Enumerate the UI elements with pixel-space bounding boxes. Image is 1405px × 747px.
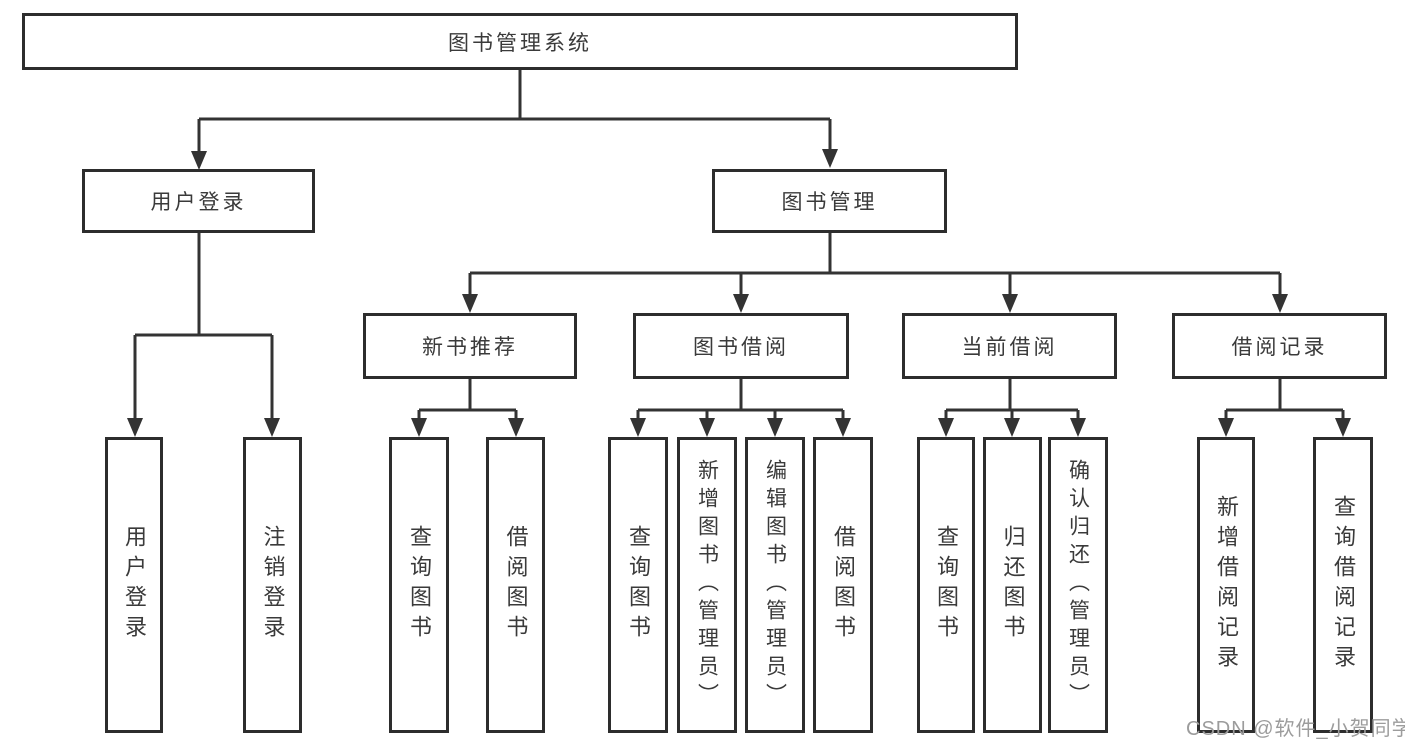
arrowhead-icon	[767, 418, 783, 437]
connector-book-borrow-to-children	[636, 379, 845, 420]
leaf-user-login: 用户登录	[105, 437, 163, 733]
leaf-edit-books-admin: 编辑图书（管理员）	[745, 437, 805, 733]
node-borrow-records: 借阅记录	[1172, 313, 1387, 379]
node-current-borrow: 当前借阅	[902, 313, 1117, 379]
leaf-label: 借阅图书	[831, 525, 856, 645]
arrowhead-icon	[938, 418, 954, 437]
arrowhead-icon	[630, 418, 646, 437]
connector-new-book-rec-to-children	[417, 379, 518, 420]
connector-book-mgmt-to-level3	[468, 233, 1282, 296]
leaf-label: 确认归还（管理员）	[1066, 459, 1090, 711]
leaf-label: 注销登录	[260, 525, 286, 645]
node-user-login: 用户登录	[82, 169, 315, 233]
arrowheads	[127, 149, 1351, 437]
connector-borrow-records-to-children	[1224, 379, 1345, 420]
leaf-label: 查询图书	[626, 525, 651, 645]
leaf-label: 查询图书	[934, 525, 959, 645]
leaf-label: 编辑图书（管理员）	[763, 459, 787, 711]
leaf-label: 查询图书	[407, 525, 432, 645]
watermark: CSDN @软件_小贺同学	[1186, 718, 1405, 740]
leaf-query-books-recommend: 查询图书	[389, 437, 449, 733]
arrowhead-icon	[835, 418, 851, 437]
arrowhead-icon	[1002, 294, 1018, 313]
leaf-label: 借阅图书	[503, 525, 529, 645]
arrowhead-icon	[1272, 294, 1288, 313]
arrowhead-icon	[264, 418, 280, 437]
arrowhead-icon	[462, 294, 478, 313]
node-root: 图书管理系统	[22, 13, 1018, 70]
leaf-label: 新增图书（管理员）	[695, 459, 719, 711]
leaf-label: 归还图书	[1000, 525, 1026, 645]
leaf-label: 用户登录	[122, 525, 147, 645]
arrowhead-icon	[411, 418, 427, 437]
arrowhead-icon	[191, 151, 207, 170]
leaf-label: 新增借阅记录	[1214, 495, 1239, 675]
leaf-borrow-books: 借阅图书	[813, 437, 873, 733]
leaf-query-borrow-record: 查询借阅记录	[1313, 437, 1373, 733]
arrowhead-icon	[1218, 418, 1234, 437]
leaf-query-books-borrow: 查询图书	[608, 437, 668, 733]
arrowhead-icon	[1004, 418, 1020, 437]
leaf-add-books-admin: 新增图书（管理员）	[677, 437, 737, 733]
arrowhead-icon	[1070, 418, 1086, 437]
leaf-add-borrow-record: 新增借阅记录	[1197, 437, 1255, 733]
arrowhead-icon	[733, 294, 749, 313]
arrowhead-icon	[822, 149, 838, 168]
leaf-return-books: 归还图书	[983, 437, 1042, 733]
leaf-logout: 注销登录	[243, 437, 302, 733]
connector-user-login-to-children	[133, 233, 274, 420]
connector-current-borrow-to-children	[944, 379, 1080, 420]
leaf-query-books-current: 查询图书	[917, 437, 975, 733]
leaf-label: 查询借阅记录	[1331, 495, 1356, 675]
arrowhead-icon	[699, 418, 715, 437]
leaf-borrow-books-recommend: 借阅图书	[486, 437, 545, 733]
connector-root-to-level2	[197, 70, 832, 153]
arrowhead-icon	[1335, 418, 1351, 437]
arrowhead-icon	[127, 418, 143, 437]
leaf-confirm-return-admin: 确认归还（管理员）	[1048, 437, 1108, 733]
arrowhead-icon	[508, 418, 524, 437]
node-book-management: 图书管理	[712, 169, 947, 233]
node-book-borrow: 图书借阅	[633, 313, 849, 379]
node-new-book-recommend: 新书推荐	[363, 313, 577, 379]
